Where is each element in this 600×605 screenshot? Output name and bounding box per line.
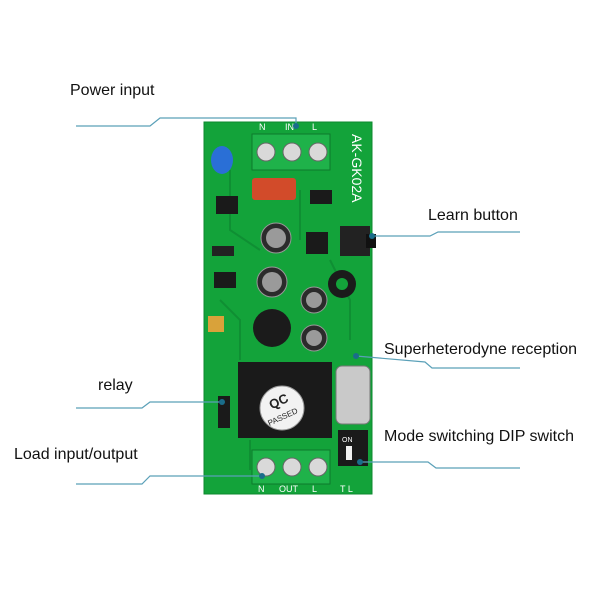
callout-dots	[219, 123, 375, 479]
terminal-bottom-label-out: OUT	[279, 484, 299, 494]
label-learn-button: Learn button	[428, 207, 518, 224]
board-model-text: AK-GK02A	[349, 134, 365, 203]
terminal-bottom-label-n: N	[258, 484, 265, 494]
dip-bottom-label: T L	[340, 484, 353, 494]
terminal-top-label-n: N	[259, 122, 266, 132]
terminal-bottom-label-l: L	[312, 484, 317, 494]
callout-line-superhet	[355, 355, 520, 369]
callout-line-learn	[372, 231, 520, 237]
label-relay: relay	[98, 377, 133, 394]
chip-2	[306, 232, 328, 254]
learn-button-part	[340, 226, 370, 256]
label-power-input: Power input	[70, 82, 155, 99]
pcb-traces	[219, 170, 351, 470]
top-terminal-labels: N IN L	[259, 122, 317, 132]
callout-lines	[76, 117, 520, 485]
terminal-block-top	[251, 133, 331, 171]
film-capacitor	[252, 178, 296, 200]
inductor	[253, 309, 291, 347]
label-load-input-output: Load input/output	[14, 446, 138, 463]
terminal-block-bottom	[251, 449, 331, 485]
terminal-top-label-l: L	[312, 122, 317, 132]
callout-line-mode	[360, 461, 520, 469]
terminal-top-label-in: IN	[285, 122, 294, 132]
chip-3	[214, 272, 236, 288]
callout-line-power	[76, 117, 297, 127]
label-mode-switching-dip-switch: Mode switching DIP switch	[384, 428, 574, 445]
relay-part: QC PASSED	[238, 362, 332, 438]
resistor-2	[208, 316, 224, 332]
dip-switch-part: ON	[338, 430, 368, 466]
callout-line-relay	[76, 401, 222, 409]
callout-line-load	[76, 475, 262, 485]
label-superheterodyne-reception: Superheterodyne reception	[384, 341, 578, 358]
resistor-1	[212, 246, 234, 256]
blue-capacitor	[211, 146, 233, 174]
dip-on-mark: ON	[342, 437, 353, 444]
electrolytic-capacitors	[256, 222, 328, 352]
saw-resonator	[335, 365, 371, 425]
chip-1	[216, 196, 238, 214]
chip-4	[310, 190, 332, 204]
bottom-terminal-labels: N OUT L T L	[258, 484, 353, 494]
